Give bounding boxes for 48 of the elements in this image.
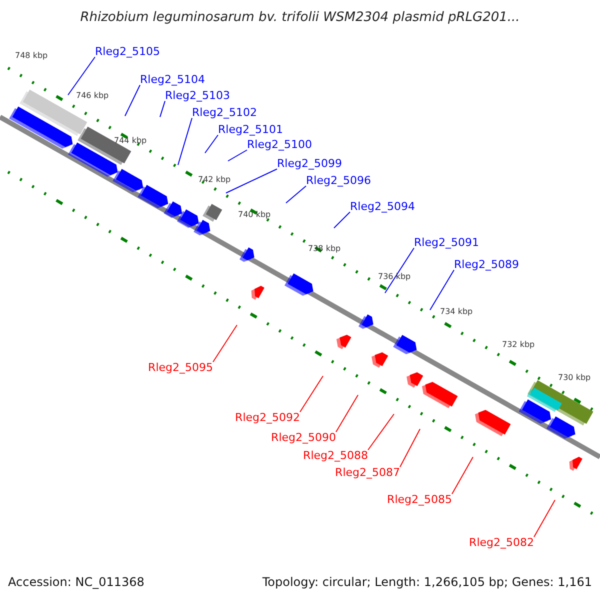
leader-line (212, 324, 238, 362)
leader-line (452, 456, 474, 494)
gene-label: Rleg2_5090 (271, 432, 336, 443)
gene-label: Rleg2_5102 (192, 107, 257, 118)
leader-line (68, 56, 96, 96)
leader-line (368, 414, 394, 450)
gene-label: Rleg2_5087 (335, 467, 400, 478)
leader-line (228, 150, 248, 162)
leader-line (286, 186, 306, 204)
scale-label: 744 kbp (114, 137, 147, 145)
leader-line (204, 134, 218, 154)
gene-label: Rleg2_5101 (218, 124, 283, 135)
scale-label: 734 kbp (440, 308, 473, 316)
gene-label: Rleg2_5095 (148, 362, 213, 373)
leader-line (178, 118, 192, 166)
leader-line (400, 428, 420, 468)
scale-label: 730 kbp (558, 374, 591, 382)
gene-label: Rleg2_5099 (277, 158, 342, 169)
gene-label: Rleg2_5089 (454, 259, 519, 270)
leader-line (430, 270, 454, 310)
gene-label: Rleg2_5092 (235, 412, 300, 423)
footer-text: Accession: NC_011368 (8, 576, 144, 588)
leader-line (384, 248, 414, 294)
gene-label: Rleg2_5100 (247, 139, 312, 150)
gene-label: Rleg2_5091 (414, 237, 479, 248)
leader-line (160, 100, 166, 118)
footer-text: Topology: circular; Length: 1,266,105 bp; Genes: 1,161 (262, 576, 592, 588)
title: Rhizobium leguminosarum bv. trifolii WSM2304 plasmid pRLG201... (79, 11, 521, 24)
leader-line (334, 212, 350, 228)
gene-label: Rleg2_5096 (306, 175, 371, 186)
scale-label: 736 kbp (378, 273, 411, 281)
gene-label: Rleg2_5104 (140, 74, 205, 85)
gene-label: Rleg2_5094 (350, 201, 415, 212)
leader-line (124, 84, 140, 116)
gene-label: Rleg2_5105 (95, 46, 160, 57)
scale-label: 740 kbp (238, 211, 271, 219)
gene-label: Rleg2_5088 (303, 450, 368, 461)
scale-label: 748 kbp (15, 52, 48, 60)
gene-label: Rleg2_5103 (165, 90, 230, 101)
leader-line (300, 376, 324, 412)
leader-line (336, 394, 358, 432)
scale-label: 732 kbp (502, 341, 535, 349)
gene-label: Rleg2_5085 (387, 494, 452, 505)
scale-label: 742 kbp (198, 176, 231, 184)
scale-label: 746 kbp (76, 92, 109, 100)
gene-label: Rleg2_5082 (469, 537, 534, 548)
leader-line (226, 168, 278, 194)
leader-line (534, 500, 556, 538)
